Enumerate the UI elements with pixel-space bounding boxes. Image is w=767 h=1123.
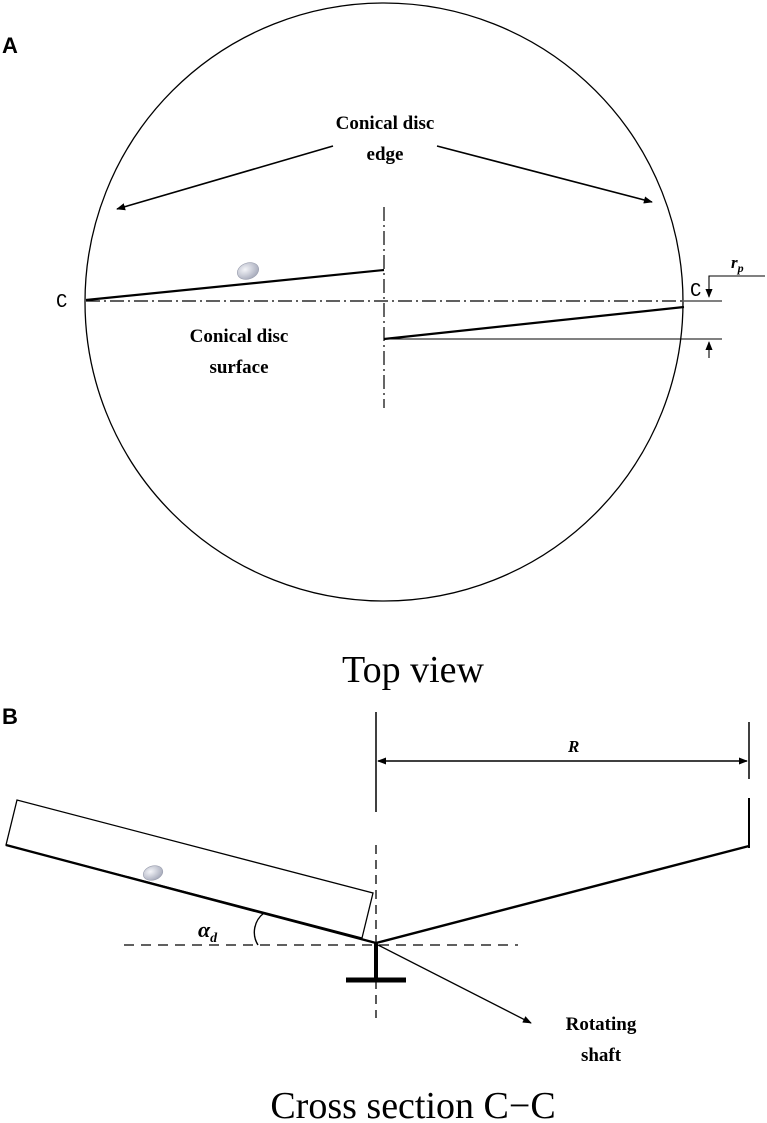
cross-section-caption: Cross section C−C	[270, 1085, 555, 1123]
shaft-label-line2: shaft	[581, 1045, 622, 1066]
rp-symbol: rp	[731, 253, 744, 275]
edge-label-line1: Conical disc	[336, 113, 435, 134]
edge-arrow-right	[436, 145, 653, 204]
section-mark-right: C	[690, 280, 701, 302]
radius-symbol: R	[567, 737, 579, 756]
seed-top-view	[237, 262, 259, 280]
shaft-label-line1: Rotating	[566, 1014, 637, 1035]
surface-line-right	[383, 305, 685, 341]
angle-symbol: αd	[198, 917, 218, 946]
surface-label-line1: Conical disc	[190, 326, 289, 347]
surface-line-left	[85, 268, 385, 302]
shaft-leader-arrow	[377, 944, 532, 1024]
rp-leader	[705, 275, 765, 298]
panel-a-letter: A	[2, 33, 18, 58]
tilted-plate	[5, 799, 374, 939]
seed-cross-section	[142, 865, 164, 881]
edge-arrow-left	[116, 145, 334, 211]
edge-label-line2: edge	[367, 144, 404, 165]
surface-label-line2: surface	[209, 357, 268, 378]
angle-arc	[253, 912, 265, 946]
panel-b-letter: B	[2, 704, 18, 729]
top-view-caption: Top view	[342, 649, 484, 691]
disc-edge-circle	[84, 2, 684, 602]
section-mark-left: C	[56, 291, 67, 313]
disc-surface-right	[375, 844, 750, 945]
